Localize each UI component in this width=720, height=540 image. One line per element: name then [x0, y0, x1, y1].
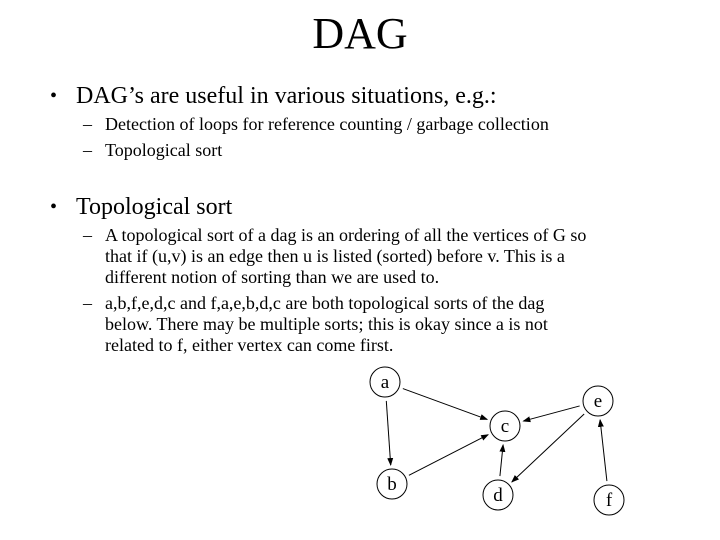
node-label: d	[493, 485, 503, 506]
sub-item-line: A topological sort of a dag is an orderi…	[105, 225, 587, 245]
bullet-text: DAG’s are useful in various situations, …	[76, 83, 497, 109]
node-label: f	[606, 490, 613, 511]
node-label: c	[501, 416, 509, 437]
dash-icon: –	[83, 293, 92, 313]
edge-e-to-c	[522, 405, 580, 423]
sub-item-line: a,b,f,e,d,c and f,a,e,b,d,c are both top…	[105, 293, 545, 313]
node-c: c	[489, 410, 521, 442]
sub-item-definition: – A topological sort of a dag is an orde…	[83, 225, 665, 288]
node-b: b	[376, 468, 408, 500]
edge-e-to-d	[511, 413, 585, 483]
bullet-icon: •	[50, 85, 58, 107]
sub-item-text: Topological sort	[105, 140, 223, 160]
node-label: e	[594, 391, 602, 412]
sub-item-loop-detection: – Detection of loops for reference count…	[83, 114, 665, 135]
node-e: e	[582, 385, 614, 417]
edge-f-to-e	[597, 418, 608, 482]
node-circle	[376, 468, 408, 500]
node-circle	[489, 410, 521, 442]
sub-item-line: that if (u,v) is an edge then u is liste…	[105, 246, 565, 266]
slide-title: DAG	[312, 9, 408, 58]
edge-b-to-c	[408, 434, 489, 476]
node-circle	[482, 479, 514, 511]
bullet-text: Topological sort	[76, 194, 233, 220]
node-circle	[593, 484, 625, 516]
edge-a-to-b	[385, 400, 394, 467]
sub-item-text: Detection of loops for reference countin…	[105, 114, 549, 134]
bullet-item-topological-sort: • Topological sort	[50, 193, 233, 221]
dag-nodes: a b c d e f	[369, 366, 625, 516]
bullet-item-uses: • DAG’s are useful in various situations…	[50, 82, 497, 110]
node-d: d	[482, 479, 514, 511]
sub-item-topological-sort: – Topological sort	[83, 140, 665, 161]
node-circle	[369, 366, 401, 398]
sub-item-line: below. There may be multiple sorts; this…	[105, 314, 548, 334]
dash-icon: –	[83, 114, 92, 134]
sub-item-line: related to f, either vertex can come fir…	[105, 335, 394, 355]
sub-item-line: different notion of sorting than we are …	[105, 267, 440, 287]
node-a: a	[369, 366, 401, 398]
node-circle	[582, 385, 614, 417]
edge-a-to-c	[402, 388, 489, 420]
node-f: f	[593, 484, 625, 516]
node-label: b	[387, 474, 397, 495]
dash-icon: –	[83, 140, 92, 160]
dash-icon: –	[83, 225, 92, 245]
dag-edges	[385, 388, 608, 483]
sub-item-example: – a,b,f,e,d,c and f,a,e,b,d,c are both t…	[83, 293, 665, 356]
bullet-icon: •	[50, 196, 58, 218]
edge-d-to-c	[499, 443, 506, 477]
node-label: a	[381, 372, 390, 393]
